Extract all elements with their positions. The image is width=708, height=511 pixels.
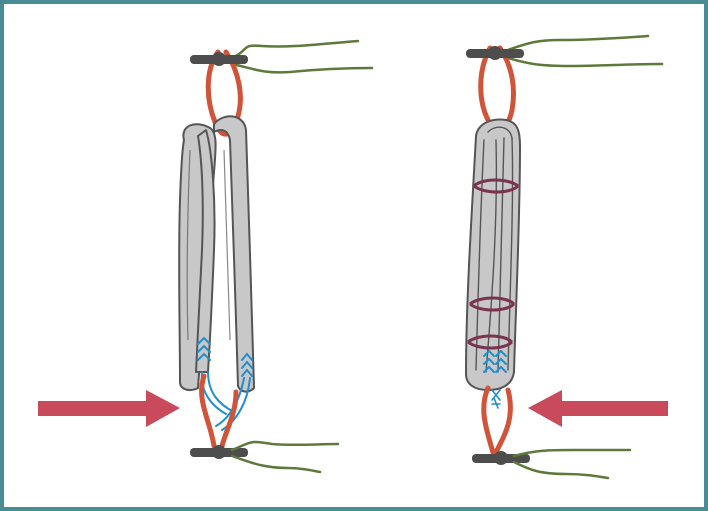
panel-left (38, 39, 374, 474)
strap-bundle-inner-right (475, 126, 514, 373)
arrow-left-icon (528, 390, 668, 427)
strap-inner-loop-left (213, 115, 255, 393)
toggle-icon (190, 52, 248, 66)
bottom-cord-left (199, 373, 239, 449)
top-string-left (230, 39, 374, 74)
blue-threads-left (200, 371, 251, 431)
stitch-chevron-icon (197, 336, 253, 377)
blue-thread-knot-right (491, 389, 501, 409)
strap-bundle-right (465, 118, 521, 391)
stitch-chevron-icon (483, 349, 507, 373)
strap-fold-edge-left (186, 149, 231, 341)
binding-bands-right (467, 178, 520, 350)
bottom-string-right (512, 448, 632, 480)
panel-right (465, 34, 668, 480)
bottom-string-left (230, 440, 340, 474)
arrow-right-icon (38, 390, 180, 427)
top-string-right (506, 34, 664, 68)
toggle-icon (466, 46, 524, 60)
